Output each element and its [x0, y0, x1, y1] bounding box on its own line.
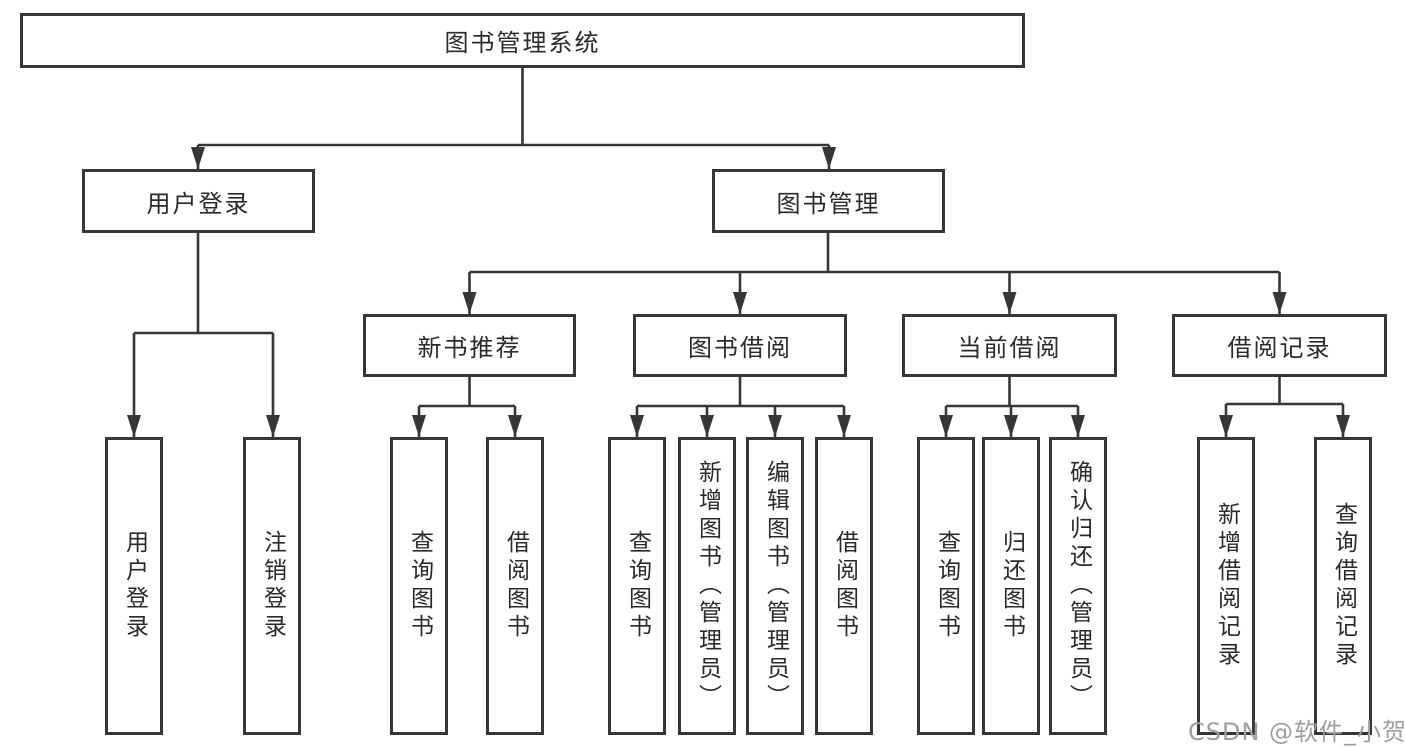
leaf-records-add-record: 新增借阅记录	[1197, 437, 1255, 735]
leaf-borrowing-query-book: 查询图书	[608, 437, 666, 735]
node-new-book-recommendation: 新书推荐	[363, 314, 576, 377]
node-label: 编辑图书（管理员）	[762, 460, 789, 712]
node-label: 注销登录	[259, 530, 286, 642]
node-label: 借阅图书	[831, 530, 858, 642]
node-label: 用户登录	[146, 189, 251, 218]
node-label: 新增借阅记录	[1213, 502, 1240, 670]
node-label: 新增图书（管理员）	[694, 460, 721, 712]
node-borrowing-records: 借阅记录	[1172, 314, 1387, 377]
node-label: 确认归还（管理员）	[1065, 460, 1092, 712]
leaf-recommend-borrow-book: 借阅图书	[486, 437, 544, 735]
node-label: 查询图书	[624, 530, 651, 642]
leaf-borrowing-edit-book-admin: 编辑图书（管理员）	[746, 437, 804, 735]
leaf-user-login: 用户登录	[105, 437, 163, 735]
node-book-management: 图书管理	[712, 169, 945, 233]
node-label: 借阅图书	[502, 530, 529, 642]
leaf-current-return-book: 归还图书	[982, 437, 1040, 735]
leaf-current-confirm-return-admin: 确认归还（管理员）	[1049, 437, 1107, 735]
node-label: 借阅记录	[1227, 334, 1332, 362]
node-label: 图书借阅	[688, 334, 792, 362]
node-label: 查询图书	[933, 530, 960, 642]
leaf-current-query-book: 查询图书	[917, 437, 975, 735]
node-book-borrowing: 图书借阅	[633, 314, 847, 377]
node-label: 当前借阅	[957, 334, 1062, 362]
node-label: 查询借阅记录	[1330, 502, 1357, 670]
leaf-logout: 注销登录	[243, 437, 301, 735]
node-current-borrowing: 当前借阅	[902, 314, 1117, 377]
node-label: 用户登录	[121, 530, 148, 642]
node-label: 图书管理	[776, 189, 881, 218]
leaf-records-query-record: 查询借阅记录	[1314, 437, 1372, 735]
leaf-borrowing-add-book-admin: 新增图书（管理员）	[678, 437, 736, 735]
node-label: 查询图书	[406, 530, 433, 642]
leaf-recommend-query-book: 查询图书	[390, 437, 448, 735]
node-label: 新书推荐	[417, 334, 522, 362]
csdn-watermark: CSDN @软件_小贺同学	[1188, 718, 1405, 746]
node-label: 图书管理系统	[444, 29, 601, 57]
node-library-system: 图书管理系统	[20, 13, 1025, 68]
leaf-borrowing-borrow-book: 借阅图书	[815, 437, 873, 735]
node-user-login: 用户登录	[82, 169, 315, 233]
node-label: 归还图书	[998, 530, 1025, 642]
